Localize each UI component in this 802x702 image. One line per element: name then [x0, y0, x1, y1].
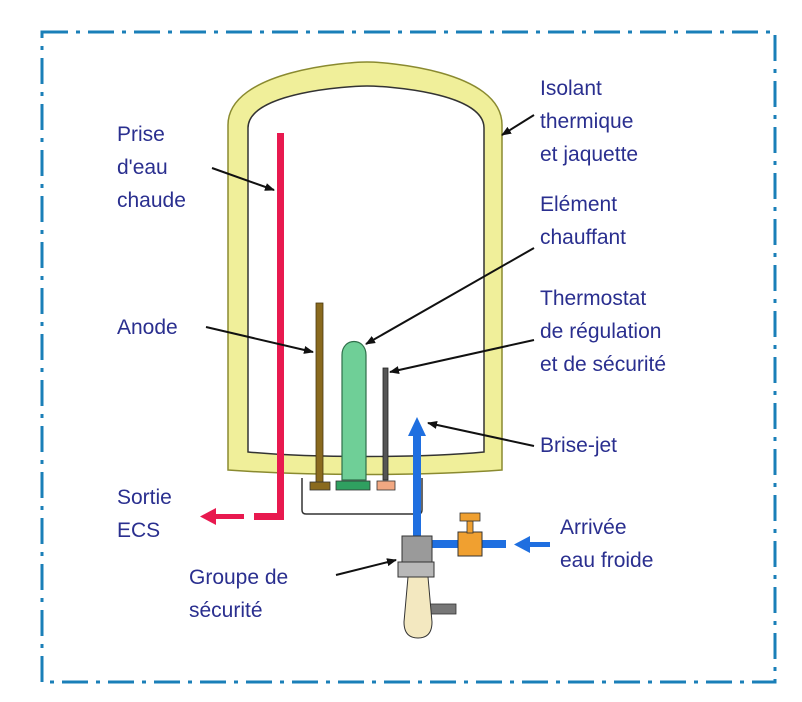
- cold-water-pipe: [413, 432, 421, 540]
- label-insulation: Isolant thermique et jaquette: [540, 77, 639, 166]
- leader-thermostat: [389, 339, 535, 374]
- thermostat-base: [376, 480, 396, 491]
- stop-valve: [457, 512, 483, 557]
- anode-base: [309, 481, 331, 491]
- dhw-outlet-arrow: [200, 508, 244, 525]
- heating-element-body: [341, 340, 367, 481]
- leader-arrows: [205, 114, 535, 576]
- leader-jet-breaker: [427, 420, 535, 447]
- cold-water-inlet-pipe: [480, 540, 506, 548]
- leader-heating-element: [365, 247, 535, 345]
- leader-hot-water-outlet: [211, 167, 275, 191]
- label-safety-group: Groupe de sécurité: [189, 566, 289, 622]
- heating-element-base: [335, 480, 371, 491]
- leader-safety-group: [335, 558, 397, 576]
- frame-border: [40, 30, 777, 684]
- anode-rod: [315, 302, 324, 484]
- label-thermostat: Thermostat de régulation et de sécurité: [540, 287, 667, 376]
- label-cold-water-inlet: Arrivée eau froide: [560, 516, 654, 572]
- jet-breaker-arrow: [408, 417, 426, 436]
- label-dhw-outlet: Sortie ECS: [117, 486, 172, 542]
- cold-water-inlet-arrow: [514, 536, 550, 553]
- leader-anode: [205, 326, 314, 354]
- label-jet-breaker: Brise-jet: [540, 434, 618, 457]
- thermostat-probe: [382, 367, 389, 481]
- cold-water-horizontal-pipe: [426, 540, 458, 548]
- hot-water-pipe-outlet: [254, 513, 284, 520]
- leader-insulation: [501, 114, 535, 136]
- label-hot-water-outlet: Prise d'eau chaude: [117, 123, 186, 212]
- label-anode: Anode: [117, 316, 178, 339]
- label-heating-element: Elément chauffant: [540, 193, 627, 249]
- safety-group: [397, 535, 457, 639]
- hot-water-pipe: [277, 133, 284, 519]
